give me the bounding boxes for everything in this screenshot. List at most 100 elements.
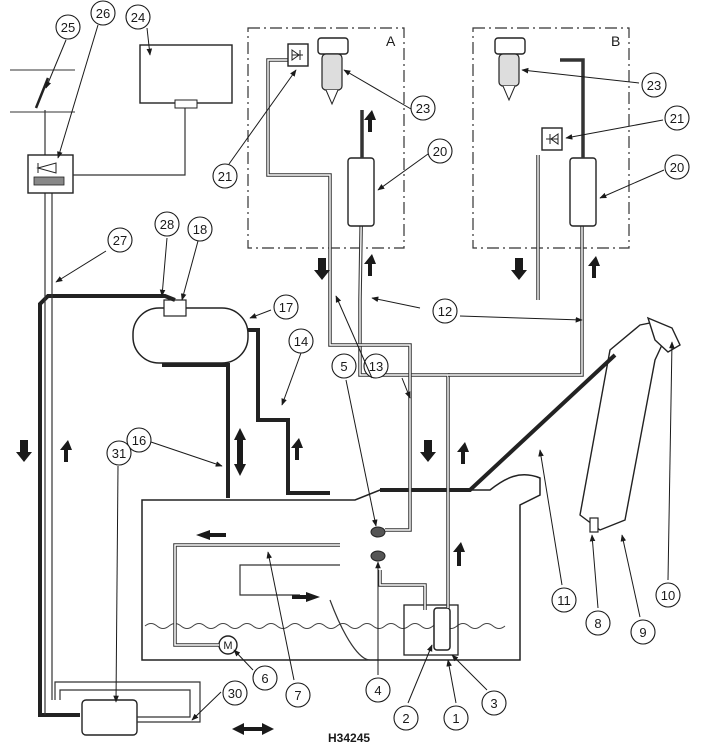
callout-c14: 14 (288, 328, 314, 354)
pump-motor-symbol: M (223, 640, 232, 652)
callout-c25: 25 (55, 14, 81, 40)
filler-neck (579, 321, 669, 531)
callout-number: 17 (279, 300, 293, 315)
callout-number: 18 (193, 222, 207, 237)
callout-c30: 30 (222, 680, 248, 706)
callout-number: 21 (218, 169, 232, 184)
in-tank-pump (433, 607, 451, 651)
callout-number: 28 (160, 217, 174, 232)
callout-circle (125, 4, 151, 30)
callout-number: 2 (402, 711, 409, 726)
callout-c7: 7 (285, 682, 311, 708)
callout-number: 5 (340, 359, 347, 374)
callout-circle (107, 227, 133, 253)
callout-c20a: 20 (427, 138, 453, 164)
callout-circle (106, 440, 132, 466)
callout-c31: 31 (106, 440, 132, 466)
callout-number: 20 (670, 160, 684, 175)
callout-number: 1 (452, 711, 459, 726)
box-a-label: A (386, 33, 396, 49)
callout-c16: 16 (126, 427, 152, 453)
callout-number: 14 (294, 334, 308, 349)
evap-line (38, 294, 176, 717)
fuel-filter-b (569, 157, 597, 227)
valve-5 (370, 526, 386, 538)
callout-circle (212, 163, 238, 189)
reference-code: H34245 (328, 731, 370, 745)
callout-c8: 8 (585, 610, 611, 636)
callout-c27: 27 (107, 227, 133, 253)
callout-circle (90, 0, 116, 26)
pipe-16 (162, 363, 230, 498)
callout-circle (443, 705, 469, 731)
canister-vent-line (59, 689, 191, 718)
callout-c21a: 21 (212, 163, 238, 189)
callout-number: 16 (132, 433, 146, 448)
fuel-filter-a (347, 157, 375, 227)
callout-c2: 2 (393, 705, 419, 731)
callout-number: 30 (228, 686, 242, 701)
purge-valve-symbol (36, 162, 57, 174)
callout-number: 6 (261, 671, 268, 686)
callout-c20b: 20 (664, 154, 690, 180)
callout-c3: 3 (481, 690, 507, 716)
callout-number: 13 (369, 359, 383, 374)
callout-circle (664, 105, 690, 131)
callout-c1: 1 (443, 705, 469, 731)
callout-circle (641, 72, 667, 98)
canister-vent-line-2 (54, 681, 201, 723)
callout-number: 27 (113, 233, 127, 248)
expansion-tank (132, 307, 249, 364)
callout-number: 7 (294, 688, 301, 703)
callout-c23b: 23 (641, 72, 667, 98)
purge-valve-coil (33, 176, 65, 186)
valve-4 (370, 550, 386, 562)
callout-circle (630, 619, 656, 645)
callout-c12: 12 (432, 298, 458, 324)
callout-c9: 9 (630, 619, 656, 645)
expansion-tank-valve (163, 299, 187, 317)
flow-arrows (16, 110, 600, 735)
callout-circle (285, 682, 311, 708)
callout-number: 21 (670, 111, 684, 126)
callout-c10: 10 (655, 582, 681, 608)
callout-number: 10 (661, 588, 675, 603)
callout-layer: 1234567891011121314161718202021212323242… (55, 0, 690, 731)
callout-circle (365, 677, 391, 703)
fuel-level-line (144, 623, 506, 629)
callout-c4: 4 (365, 677, 391, 703)
callout-c26: 26 (90, 0, 116, 26)
callout-number: 9 (639, 625, 646, 640)
callout-number: 12 (438, 304, 452, 319)
callout-c13: 13 (363, 353, 389, 379)
callout-number: 11 (557, 593, 571, 608)
callout-number: 31 (112, 446, 126, 461)
callout-number: 3 (490, 696, 497, 711)
callout-c5: 5 (331, 353, 357, 379)
callout-circle (331, 353, 357, 379)
callout-circle (273, 294, 299, 320)
callout-number: 4 (374, 683, 381, 698)
callout-number: 20 (433, 144, 447, 159)
callout-circle (55, 14, 81, 40)
filler-cap (646, 316, 681, 353)
callout-circle (252, 665, 278, 691)
callout-circle (154, 211, 180, 237)
purge-valve (27, 154, 74, 194)
callout-circle (655, 582, 681, 608)
jet-line (378, 570, 427, 610)
callout-number: 26 (96, 6, 110, 21)
callout-c6: 6 (252, 665, 278, 691)
callout-circle (481, 690, 507, 716)
callout-circle (410, 95, 436, 121)
callout-c24: 24 (125, 4, 151, 30)
callout-circle (187, 216, 213, 242)
callout-c11: 11 (551, 587, 577, 613)
fuel-injector-a (317, 37, 349, 106)
callout-circle (427, 138, 453, 164)
callout-c23a: 23 (410, 95, 436, 121)
callout-number: 23 (416, 101, 430, 116)
pipe-14 (248, 328, 330, 495)
leader-lines (45, 24, 675, 721)
